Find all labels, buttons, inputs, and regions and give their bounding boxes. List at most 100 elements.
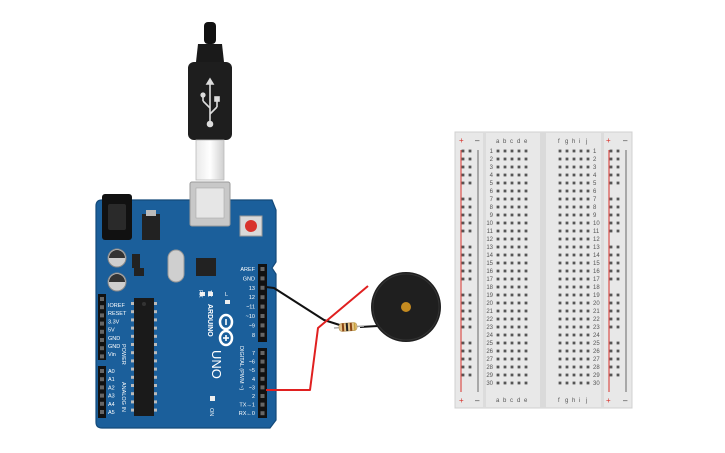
arduino-uno-board[interactable]: RX TX L ON ARDUINO UNO bbox=[95, 181, 277, 429]
breadboard-hole[interactable] bbox=[572, 189, 576, 193]
breadboard-hole[interactable] bbox=[586, 173, 590, 177]
breadboard-hole[interactable] bbox=[558, 181, 562, 185]
breadboard-hole[interactable] bbox=[510, 245, 514, 249]
breadboard-hole[interactable] bbox=[586, 157, 590, 161]
breadboard-hole[interactable] bbox=[524, 229, 528, 233]
breadboard-hole[interactable] bbox=[558, 357, 562, 361]
rail-hole[interactable] bbox=[616, 349, 620, 353]
breadboard-hole[interactable] bbox=[579, 157, 583, 161]
rail-hole[interactable] bbox=[468, 197, 472, 201]
rail-hole[interactable] bbox=[461, 197, 465, 201]
breadboard-hole[interactable] bbox=[510, 165, 514, 169]
header-pin[interactable] bbox=[260, 276, 265, 281]
rail-hole[interactable] bbox=[461, 349, 465, 353]
breadboard-hole[interactable] bbox=[565, 285, 569, 289]
header-pin[interactable] bbox=[260, 351, 265, 355]
rail-hole[interactable] bbox=[609, 173, 613, 177]
rail-hole[interactable] bbox=[468, 365, 472, 369]
breadboard-hole[interactable] bbox=[558, 189, 562, 193]
rail-hole[interactable] bbox=[461, 205, 465, 209]
breadboard-hole[interactable] bbox=[496, 229, 500, 233]
breadboard-hole[interactable] bbox=[572, 261, 576, 265]
breadboard-hole[interactable] bbox=[524, 349, 528, 353]
breadboard-hole[interactable] bbox=[510, 237, 514, 241]
breadboard-hole[interactable] bbox=[517, 157, 521, 161]
breadboard-hole[interactable] bbox=[565, 173, 569, 177]
rail-hole[interactable] bbox=[616, 221, 620, 225]
header-pin[interactable] bbox=[260, 304, 265, 309]
breadboard-hole[interactable] bbox=[517, 269, 521, 273]
breadboard-hole[interactable] bbox=[558, 253, 562, 257]
header-pin[interactable] bbox=[100, 410, 104, 414]
breadboard-hole[interactable] bbox=[510, 173, 514, 177]
rail-hole[interactable] bbox=[616, 197, 620, 201]
breadboard-hole[interactable] bbox=[565, 365, 569, 369]
breadboard-hole[interactable] bbox=[503, 381, 507, 385]
breadboard-hole[interactable] bbox=[510, 349, 514, 353]
breadboard-hole[interactable] bbox=[565, 165, 569, 169]
rail-hole[interactable] bbox=[616, 261, 620, 265]
breadboard-hole[interactable] bbox=[558, 293, 562, 297]
breadboard-hole[interactable] bbox=[517, 317, 521, 321]
breadboard-hole[interactable] bbox=[558, 349, 562, 353]
breadboard-hole[interactable] bbox=[524, 301, 528, 305]
breadboard-hole[interactable] bbox=[510, 381, 514, 385]
breadboard-hole[interactable] bbox=[572, 165, 576, 169]
breadboard-hole[interactable] bbox=[586, 381, 590, 385]
wire-red-signal[interactable] bbox=[266, 285, 369, 391]
rail-hole[interactable] bbox=[461, 157, 465, 161]
header-pin[interactable] bbox=[100, 321, 104, 326]
breadboard-hole[interactable] bbox=[565, 181, 569, 185]
breadboard-hole[interactable] bbox=[586, 317, 590, 321]
breadboard-hole[interactable] bbox=[586, 197, 590, 201]
breadboard-hole[interactable] bbox=[524, 237, 528, 241]
rail-hole[interactable] bbox=[616, 357, 620, 361]
breadboard-hole[interactable] bbox=[579, 245, 583, 249]
breadboard-hole[interactable] bbox=[572, 373, 576, 377]
breadboard-hole[interactable] bbox=[496, 341, 500, 345]
breadboard-hole[interactable] bbox=[503, 317, 507, 321]
rail-hole[interactable] bbox=[461, 341, 465, 345]
breadboard-hole[interactable] bbox=[565, 197, 569, 201]
rail-hole[interactable] bbox=[616, 317, 620, 321]
breadboard-hole[interactable] bbox=[586, 357, 590, 361]
breadboard-hole[interactable] bbox=[503, 269, 507, 273]
breadboard-hole[interactable] bbox=[565, 261, 569, 265]
rail-hole[interactable] bbox=[468, 245, 472, 249]
breadboard-hole[interactable] bbox=[558, 301, 562, 305]
breadboard-hole[interactable] bbox=[510, 373, 514, 377]
breadboard-hole[interactable] bbox=[558, 237, 562, 241]
breadboard-hole[interactable] bbox=[558, 173, 562, 177]
breadboard-hole[interactable] bbox=[572, 269, 576, 273]
breadboard-hole[interactable] bbox=[503, 365, 507, 369]
breadboard-hole[interactable] bbox=[579, 165, 583, 169]
breadboard-hole[interactable] bbox=[579, 357, 583, 361]
breadboard-hole[interactable] bbox=[517, 205, 521, 209]
breadboard-hole[interactable] bbox=[510, 205, 514, 209]
breadboard-hole[interactable] bbox=[517, 197, 521, 201]
breadboard-hole[interactable] bbox=[510, 157, 514, 161]
header-pin[interactable] bbox=[260, 359, 265, 364]
breadboard-hole[interactable] bbox=[579, 349, 583, 353]
rail-hole[interactable] bbox=[616, 269, 620, 273]
breadboard-hole[interactable] bbox=[503, 197, 507, 201]
breadboard-hole[interactable] bbox=[510, 189, 514, 193]
rail-hole[interactable] bbox=[461, 293, 465, 297]
breadboard-hole[interactable] bbox=[558, 261, 562, 265]
breadboard-hole[interactable] bbox=[510, 285, 514, 289]
breadboard-hole[interactable] bbox=[517, 189, 521, 193]
breadboard-hole[interactable] bbox=[579, 285, 583, 289]
rail-hole[interactable] bbox=[609, 309, 613, 313]
breadboard-hole[interactable] bbox=[503, 333, 507, 337]
breadboard-hole[interactable] bbox=[510, 365, 514, 369]
breadboard-hole[interactable] bbox=[565, 149, 569, 153]
rail-hole[interactable] bbox=[468, 293, 472, 297]
breadboard-hole[interactable] bbox=[558, 317, 562, 321]
breadboard-hole[interactable] bbox=[586, 165, 590, 169]
breadboard-hole[interactable] bbox=[579, 197, 583, 201]
breadboard-hole[interactable] bbox=[510, 301, 514, 305]
rail-hole[interactable] bbox=[609, 317, 613, 321]
breadboard-hole[interactable] bbox=[579, 309, 583, 313]
breadboard-hole[interactable] bbox=[496, 173, 500, 177]
breadboard-hole[interactable] bbox=[579, 221, 583, 225]
